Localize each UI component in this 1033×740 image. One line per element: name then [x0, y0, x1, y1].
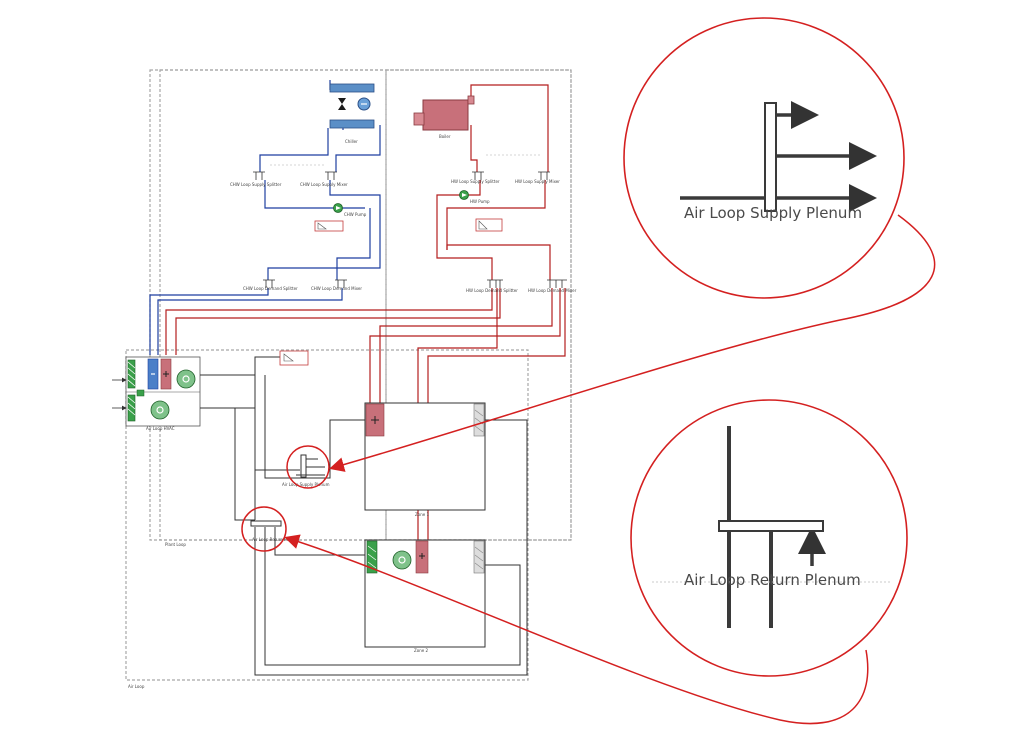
svg-text:HW Loop Supply Mixer: HW Loop Supply Mixer — [515, 179, 560, 184]
chw-setpoint-manager — [314, 220, 344, 232]
svg-text:CHW Pump: CHW Pump — [344, 212, 367, 217]
chw-pump: CHW Pump — [333, 203, 367, 217]
supply-plenum-callout: Air Loop Supply Plenum — [623, 17, 905, 299]
hw-demand-mixer: HW Loop Demand Mixer — [528, 279, 577, 293]
air-loop-boundary — [125, 349, 529, 681]
chw-supply-splitter: CHW Loop Supply Splitter — [230, 171, 282, 187]
hw-demand-splitter: HW Loop Demand Splitter — [466, 279, 518, 293]
svg-text:HW Loop Supply Splitter: HW Loop Supply Splitter — [451, 179, 500, 184]
supply-plenum-highlight — [286, 445, 330, 489]
chilled-water-piping — [149, 80, 381, 355]
zone-2: Zone 2 — [364, 539, 486, 653]
supply-plenum-small: Air Loop Supply Plenum — [282, 454, 330, 487]
chw-demand-splitter: CHW Loop Demand Splitter — [243, 279, 298, 291]
svg-text:HW Loop Demand Splitter: HW Loop Demand Splitter — [466, 288, 518, 293]
supply-callout-connector — [329, 214, 936, 472]
svg-text:CHW Loop Supply Splitter: CHW Loop Supply Splitter — [230, 182, 282, 187]
plant-loop-label: Plant Loop — [165, 542, 186, 547]
svg-text:CHW Loop Supply Mixer: CHW Loop Supply Mixer — [300, 182, 348, 187]
supply-callout-title: Air Loop Supply Plenum — [684, 204, 862, 222]
hw-supply-splitter: HW Loop Supply Splitter — [451, 171, 500, 184]
chw-supply-mixer: CHW Loop Supply Mixer — [300, 171, 348, 187]
zone-1: Zone 1 — [364, 402, 486, 517]
svg-text:Boiler: Boiler — [439, 134, 451, 139]
return-plenum-highlight — [241, 506, 287, 552]
return-plenum-callout: Air Loop Return Plenum — [630, 399, 908, 677]
air-loop-label: Air Loop — [128, 684, 145, 689]
air-handling-unit: Air Loop HVAC — [125, 356, 201, 431]
hw-setpoint-manager — [475, 218, 503, 232]
return-callout-connector — [284, 534, 869, 725]
return-plenum-small: Air Loop Return Plenum — [250, 520, 299, 542]
svg-text:Air Loop Supply Plenum: Air Loop Supply Plenum — [282, 482, 330, 487]
svg-text:Zone 1: Zone 1 — [415, 512, 429, 517]
svg-text:HW Pump: HW Pump — [470, 199, 490, 204]
chw-demand-mixer: CHW Loop Demand Mixer — [311, 279, 362, 291]
hw-supply-mixer: HW Loop Supply Mixer — [515, 171, 560, 184]
boiler: Boiler — [413, 95, 475, 139]
chiller-label: Chiller — [345, 139, 358, 144]
return-callout-title: Air Loop Return Plenum — [684, 571, 861, 589]
chiller: Chiller — [329, 83, 375, 144]
svg-text:HW Loop Demand Mixer: HW Loop Demand Mixer — [528, 288, 577, 293]
svg-text:Air Loop Return Plenum: Air Loop Return Plenum — [252, 537, 299, 542]
svg-text:CHW Loop Demand Splitter: CHW Loop Demand Splitter — [243, 286, 298, 291]
plant-loop-boundary — [149, 69, 572, 541]
svg-text:Air Loop HVAC: Air Loop HVAC — [146, 426, 175, 431]
hw-pump: HW Pump — [459, 190, 490, 204]
svg-text:CHW Loop Demand Mixer: CHW Loop Demand Mixer — [311, 286, 362, 291]
air-setpoint-manager — [279, 350, 309, 366]
svg-text:Zone 2: Zone 2 — [414, 648, 428, 653]
